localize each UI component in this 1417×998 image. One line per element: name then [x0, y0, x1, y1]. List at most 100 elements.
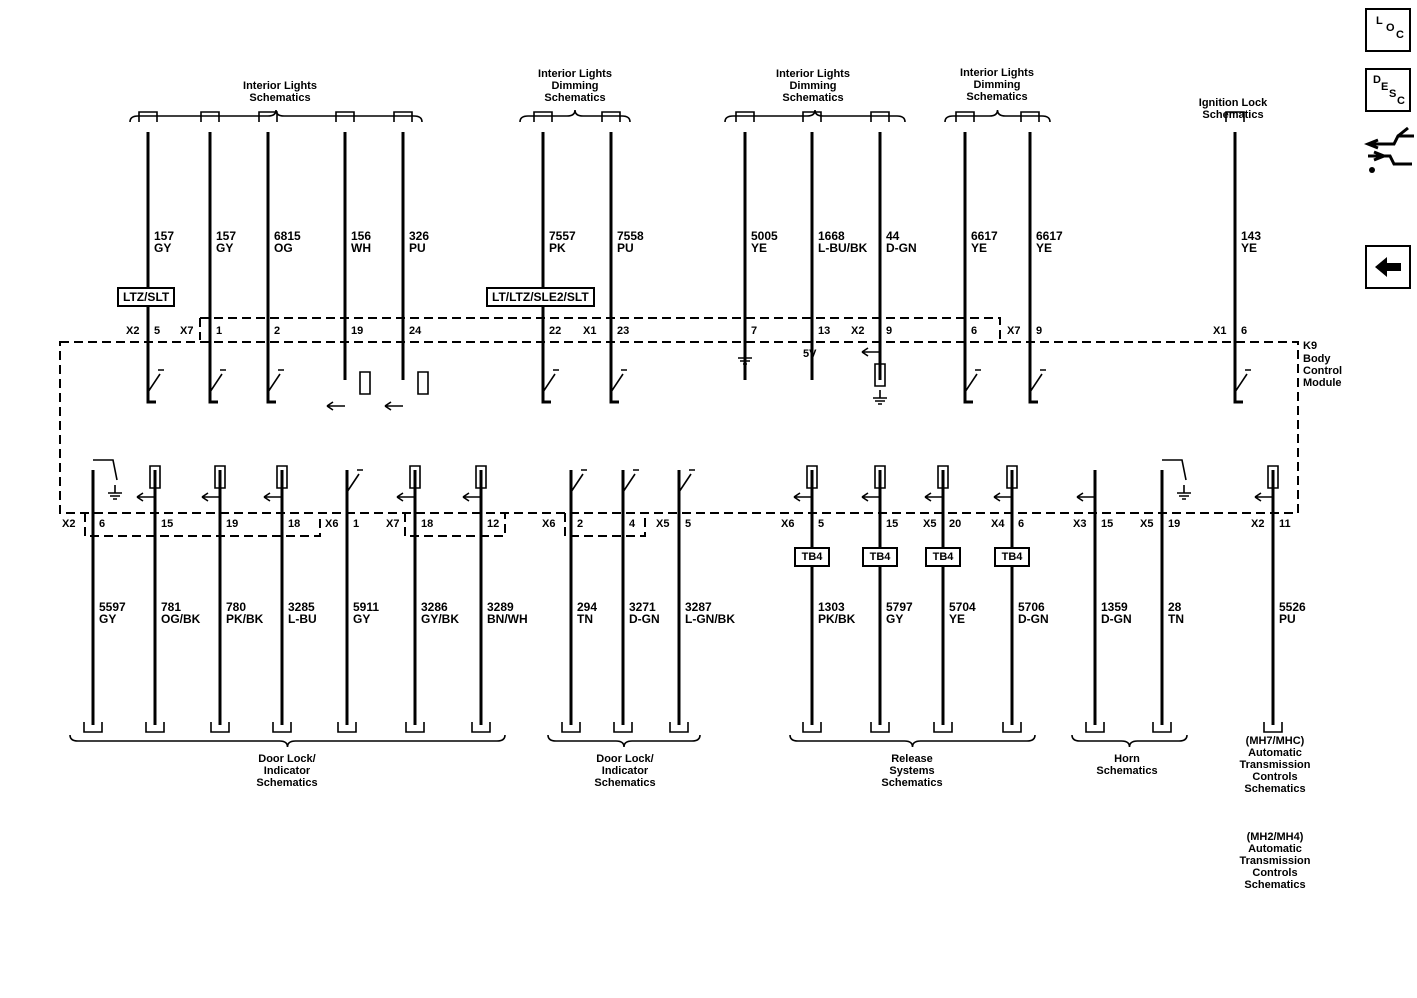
- bottom-wire-color-3: L-BU: [288, 612, 317, 626]
- bottom-dash-1: [84, 513, 321, 537]
- bottom-brace-2: [789, 734, 1036, 748]
- top-connector-name-0: X2: [126, 325, 140, 337]
- top-wire-circuit-4: 326: [409, 229, 430, 243]
- top-connector-5: [533, 111, 553, 122]
- bottom-resistor-5: [806, 465, 818, 489]
- bottom-connector-2: [210, 722, 230, 733]
- bottom-wire-pin-13: 6: [1018, 518, 1025, 530]
- top-wire-circuit-10: 6617: [971, 229, 998, 243]
- bottom-group-5: (MH2/MH4) Automatic Transmission Control…: [1239, 831, 1311, 891]
- top-wire-circuit-2: 6815: [274, 229, 301, 243]
- top-connector-1: [200, 111, 220, 122]
- top-connector-name-3: X2: [851, 325, 865, 337]
- top-wire-circuit-11: 6617: [1036, 229, 1063, 243]
- module-line-0: Body: [1303, 353, 1331, 365]
- bottom-connector-11: [870, 722, 890, 733]
- bottom-wire-circuit-4: 5911: [353, 600, 380, 614]
- option-lt-ltz-sle2-slt: LT/LTZ/SLE2/SLT: [486, 287, 595, 307]
- bottom-wire-color-1: OG/BK: [161, 612, 201, 626]
- top-switch-1: [209, 369, 226, 400]
- bottom-wire-pin-15: 19: [1168, 518, 1181, 530]
- top-connector-8: [802, 111, 822, 122]
- top-switch-lead-6: [1028, 380, 1038, 404]
- bottom-arrow-8: [993, 492, 1012, 502]
- bottom-connector-14: [1085, 722, 1105, 733]
- bottom-wire-circuit-13: 5706: [1018, 600, 1045, 614]
- bottom-arrow-6: [861, 492, 880, 502]
- top-connector-6: [601, 111, 621, 122]
- bottom-wire-circuit-0: 5597: [99, 600, 126, 614]
- connector-view-icon[interactable]: [1364, 122, 1417, 176]
- top-wire-color-12: YE: [1241, 241, 1258, 255]
- tb4-box-2: TB4: [925, 547, 961, 567]
- top-wire-pin-5: 22: [549, 325, 562, 337]
- top-connector-7: [735, 111, 755, 122]
- top-wire-circuit-12: 143: [1241, 229, 1262, 243]
- bottom-connector-15: [1152, 722, 1172, 733]
- bottom-arrow-7: [924, 492, 943, 502]
- bottom-wire-pin-10: 5: [818, 518, 825, 530]
- bottom-dash-2: [404, 513, 506, 537]
- top-connector-0: [138, 111, 158, 122]
- horn-arrow: [1076, 492, 1095, 502]
- top-switch-lead-4: [609, 380, 619, 404]
- bottom-connector-name-7: X4: [991, 518, 1005, 530]
- top-wire-circuit-9: 44: [886, 229, 900, 243]
- back-arrow-icon[interactable]: [1365, 245, 1411, 289]
- top-wire-color-11: YE: [1036, 241, 1053, 255]
- top-wire-circuit-1: 157: [216, 229, 237, 243]
- top-wire-pin-9: 9: [886, 325, 893, 337]
- bottom-wire-pin-8: 4: [629, 518, 636, 530]
- top-wire-color-6: PU: [617, 241, 634, 255]
- top-wire-circuit-8: 1668: [818, 229, 845, 243]
- top-brace-3: [944, 109, 1051, 123]
- bottom-wire-color-15: TN: [1168, 612, 1184, 626]
- tb4-box-1: TB4: [862, 547, 898, 567]
- bottom-wire-circuit-12: 5704: [949, 600, 976, 614]
- bottom-wire-color-5: GY/BK: [421, 612, 460, 626]
- top-connector-9: [870, 111, 890, 122]
- bottom-arrow-5: [793, 492, 812, 502]
- bottom-wire-color-16: PU: [1279, 612, 1296, 626]
- top-connector-12: [1225, 111, 1245, 122]
- bottom-resistor-9: [1267, 465, 1279, 489]
- bottom-connector-0: [83, 722, 103, 733]
- bottom-wire-color-7: TN: [577, 612, 593, 626]
- top-connector-name-5: X1: [1213, 325, 1227, 337]
- bottom-wire-pin-12: 20: [949, 518, 962, 530]
- top-connector-10: [955, 111, 975, 122]
- bottom-ground-1: [1177, 485, 1191, 500]
- bottom-switch-0: [346, 469, 363, 500]
- top-wire-pin-7: 7: [751, 325, 758, 337]
- location-icon[interactable]: L O C: [1365, 8, 1411, 52]
- bottom-connector-7: [561, 722, 581, 733]
- top-wire-pin-0: 5: [154, 325, 161, 337]
- top-connector-name-4: X7: [1007, 325, 1021, 337]
- top-wire-color-10: YE: [971, 241, 988, 255]
- top-switch-lead-5: [963, 380, 973, 404]
- bottom-connector-6: [471, 722, 491, 733]
- bottom-dash-3: [564, 513, 646, 537]
- bottom-wire-pin-5: 18: [421, 518, 434, 530]
- bottom-connector-3: [272, 722, 292, 733]
- bottom-resistor-6: [874, 465, 886, 489]
- bottom-wire-color-8: D-GN: [629, 612, 660, 626]
- loc-l: L: [1376, 15, 1383, 27]
- description-icon[interactable]: D E S C: [1365, 68, 1411, 112]
- top-wire-color-5: PK: [549, 241, 566, 255]
- option-ltz-slt: LTZ/SLT: [117, 287, 176, 307]
- bottom-wire-color-14: D-GN: [1101, 612, 1132, 626]
- top-connector-name-2: X1: [583, 325, 597, 337]
- bottom-wire-circuit-1: 781: [161, 600, 182, 614]
- bottom-wire-pin-6: 12: [487, 518, 500, 530]
- bottom-connector-name-9: X5: [1140, 518, 1154, 530]
- top-wire-pin-8: 13: [818, 325, 831, 337]
- resistor-9: [874, 363, 886, 387]
- bottom-resistor-2: [276, 465, 288, 489]
- top-group-2: Interior Lights Dimming Schematics: [776, 68, 850, 104]
- desc-c: C: [1397, 95, 1405, 107]
- bottom-connector-12: [933, 722, 953, 733]
- top-group-0: Interior Lights Schematics: [243, 80, 317, 104]
- top-wire-circuit-6: 7558: [617, 229, 644, 243]
- top-switch-3: [542, 369, 559, 400]
